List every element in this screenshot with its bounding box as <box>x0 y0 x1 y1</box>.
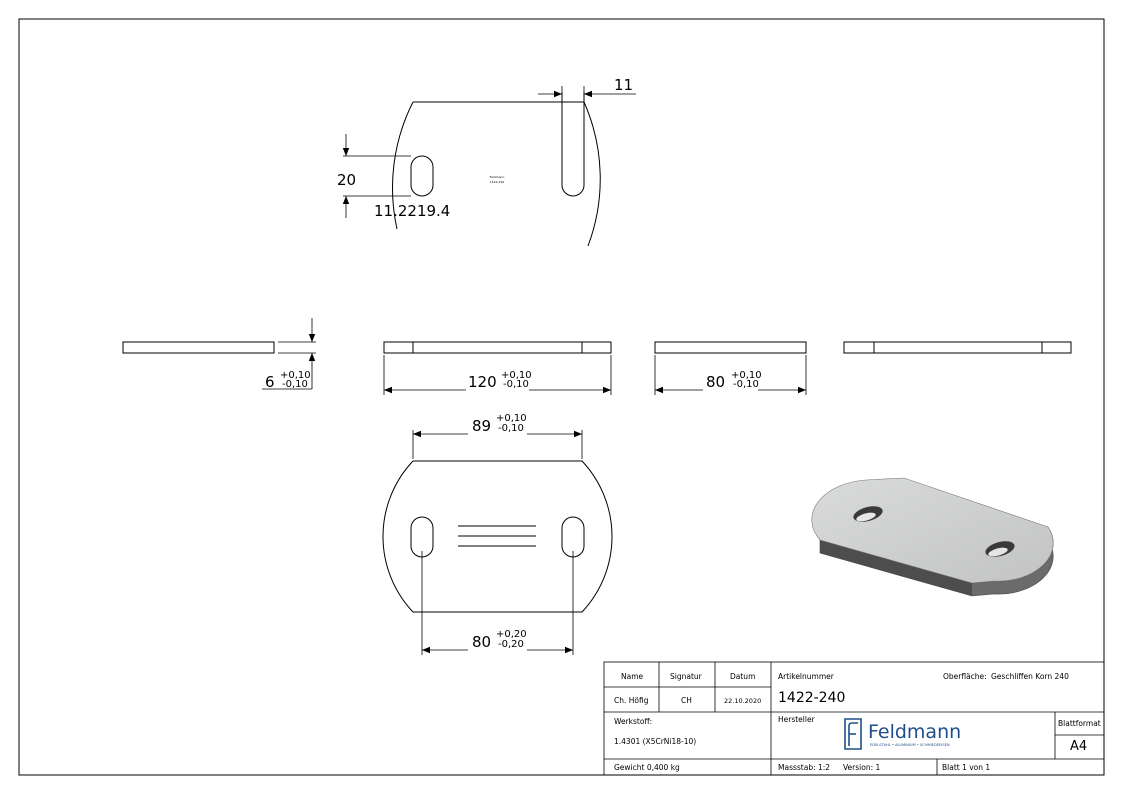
tb-header-datum: Datum <box>730 672 756 681</box>
front-view-outline <box>382 460 613 613</box>
tb-blattformat-value: A4 <box>1070 739 1088 754</box>
tb-signatur-value: CH <box>681 696 692 705</box>
dim-width-lower: -0,10 <box>733 379 759 390</box>
engraving-line-1: Feldmann <box>490 175 505 179</box>
dim-slot-width: 11 <box>614 76 633 94</box>
dim-thickness: 6 <box>265 373 275 391</box>
dim-slot-spacing-lower: -0,20 <box>498 639 524 650</box>
tb-header-artikelnummer: Artikelnummer <box>778 672 834 681</box>
tb-blattformat-label: Blattformat <box>1058 719 1101 728</box>
tb-gewicht: Gewicht 0,400 kg <box>614 763 680 772</box>
dim-thickness-lower: -0,10 <box>282 379 308 390</box>
dim-slot-spacing: 80 <box>472 633 491 651</box>
tb-datum-value: 22.10.2020 <box>724 697 762 705</box>
dim-width-upper: +0,10 <box>731 370 762 381</box>
tb-blatt: Blatt 1 von 1 <box>942 763 991 772</box>
side-view-thickness <box>122 318 316 390</box>
tb-werkstoff-value: 1.4301 (X5CrNi18-10) <box>614 737 697 746</box>
dim-thickness-upper: +0,10 <box>280 370 311 381</box>
tb-hersteller-label: Hersteller <box>778 715 815 724</box>
dim-slot-spacing-upper: +0,20 <box>496 629 527 640</box>
dim-flat-width: 89 <box>472 417 491 435</box>
tb-name-value: Ch. Höfig <box>614 696 649 705</box>
feldmann-logo-icon <box>844 718 862 750</box>
tb-oberflaeche-value: Geschliffen Korn 240 <box>991 672 1069 681</box>
top-view-right-arc <box>583 101 601 247</box>
side-view-length <box>383 341 612 395</box>
dim-length: 120 <box>468 373 497 391</box>
drawing-border <box>18 18 1105 776</box>
isometric-view <box>811 477 1054 597</box>
engraving-line-2: 1422-240 <box>490 180 505 184</box>
dim-radius-label: 11.2219.4 <box>374 202 450 220</box>
tb-massstab: Massstab: 1:2 <box>778 763 831 772</box>
side-view-width <box>654 341 807 395</box>
top-view-slot-right <box>561 92 585 197</box>
side-view-slotted <box>843 341 1072 354</box>
dim-width: 80 <box>706 373 725 391</box>
front-view <box>382 430 613 655</box>
tb-logo-name: Feldmann <box>868 721 962 743</box>
dim-flat-width-upper: +0,10 <box>496 413 527 424</box>
iso-plate-side-dark <box>820 540 972 596</box>
top-view <box>342 86 636 247</box>
top-view-slot-left <box>410 155 434 197</box>
tb-header-signatur: Signatur <box>670 672 702 681</box>
tb-header-name: Name <box>621 672 644 681</box>
dim-slot-height: 20 <box>337 171 356 189</box>
tb-oberflaeche-label: Oberfläche: <box>943 672 987 681</box>
tb-logo-tagline: EDELSTAHL • ALUMINIUM • SCHMIEDEEISEN <box>870 743 950 747</box>
tb-version: Version: 1 <box>843 763 881 772</box>
tb-werkstoff-label: Werkstoff: <box>614 717 653 726</box>
iso-plate-top <box>811 477 1054 584</box>
dim-flat-width-lower: -0,10 <box>498 423 524 434</box>
tb-artikelnummer-value: 1422-240 <box>778 690 846 706</box>
dim-length-lower: -0,10 <box>503 379 529 390</box>
title-block-grid <box>603 661 1105 776</box>
dim-length-upper: +0,10 <box>501 370 532 381</box>
top-view-left-arc <box>392 101 414 230</box>
